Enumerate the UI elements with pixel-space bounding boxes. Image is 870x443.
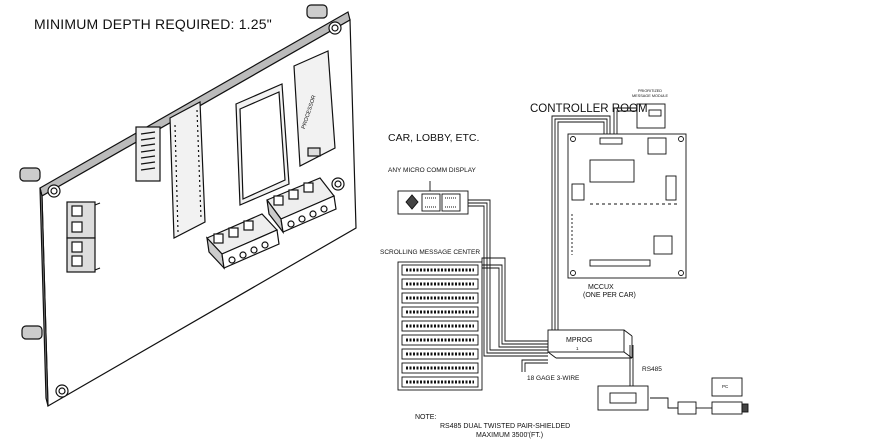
mprog-label: MPROG (566, 337, 593, 344)
scrolling-message-center (397, 261, 483, 391)
terminal-block-2 (266, 177, 337, 235)
note-heading: NOTE: (415, 414, 437, 421)
car-lobby-label: CAR, LOBBY, ETC. (388, 132, 480, 144)
resistor-pack (135, 126, 161, 182)
mccux-label: MCCUX (588, 284, 614, 291)
gage-wire-label: 18 GAGE 3-WIRE (527, 375, 580, 382)
note-line-1: RS485 DUAL TWISTED PAIR-SHIELDED (440, 423, 571, 430)
message-panel (401, 348, 479, 360)
message-panel (401, 376, 479, 388)
controller-room-label: CONTROLLER ROOM (530, 103, 648, 115)
message-panel (401, 320, 479, 332)
scrolling-message-center-label: SCROLLING MESSAGE CENTER (380, 249, 481, 256)
micro-comm-display-label: ANY MICRO COMM DISPLAY (388, 167, 476, 174)
terminal-block-1 (205, 213, 280, 270)
mccux-board (567, 133, 687, 279)
usb-adapter (677, 401, 697, 415)
one-per-car-label: (ONE PER CAR) (583, 292, 636, 299)
message-panel (401, 278, 479, 290)
mprog-unit (547, 329, 633, 359)
mprog-sub-label: 1 (576, 346, 579, 351)
note-line-2: MAXIMUM 3500'(FT.) (476, 432, 544, 439)
processor-board-drawing (19, 4, 357, 408)
message-panel (401, 264, 479, 276)
standoff-posts (19, 4, 328, 340)
rs485-label: RS485 (642, 366, 662, 373)
min-depth-label: MINIMUM DEPTH REQUIRED: 1.25" (34, 16, 272, 32)
rs485-converter (597, 385, 649, 411)
left-connectors (66, 201, 101, 273)
pc-computer (711, 377, 749, 415)
message-panel (401, 292, 479, 304)
ic-chip (169, 101, 206, 239)
prioritized-message-module (636, 103, 666, 129)
micro-comm-display (397, 181, 469, 215)
mounting-holes (47, 21, 345, 398)
message-panel (401, 334, 479, 346)
message-panel (401, 362, 479, 374)
processor-chip (293, 50, 336, 167)
message-panel (401, 306, 479, 318)
pc-label: PC (722, 384, 729, 389)
wiring-diagram (397, 103, 749, 415)
memory-module (235, 83, 290, 206)
